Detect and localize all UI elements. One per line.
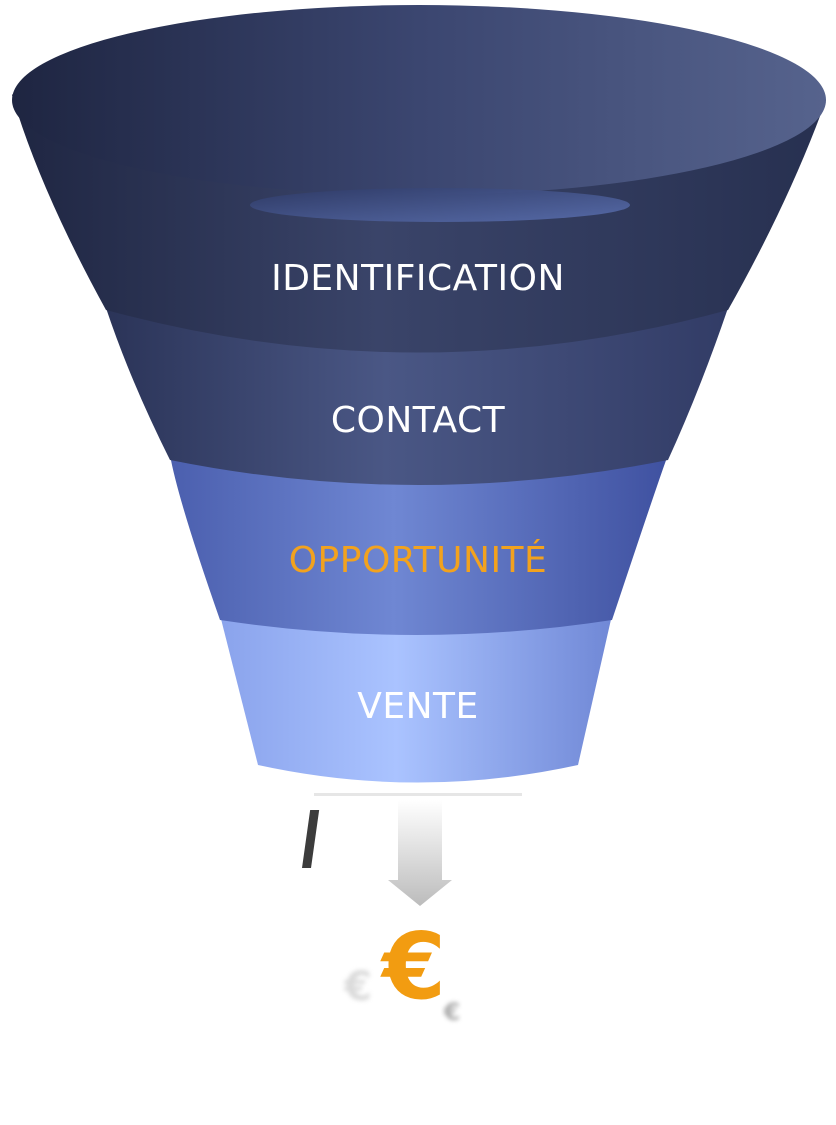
funnel-inner-opening bbox=[250, 188, 630, 222]
funnel-stage-identification bbox=[12, 5, 826, 353]
funnel-stage-opportunite bbox=[170, 455, 668, 635]
euro-symbol: € bbox=[380, 913, 446, 1020]
stage-label-vente: VENTE bbox=[357, 686, 479, 727]
funnel-stage-vente bbox=[220, 615, 612, 783]
stage-label-identification: IDENTIFICATION bbox=[271, 258, 565, 299]
stage-label-opportunite: OPPORTUNITÉ bbox=[289, 539, 548, 581]
svg-text:€: € bbox=[343, 964, 372, 1010]
funnel-rim bbox=[12, 5, 826, 195]
funnel-stage-contact bbox=[106, 308, 728, 485]
down-arrow-icon bbox=[302, 793, 522, 906]
stage-label-contact: CONTACT bbox=[331, 400, 506, 441]
svg-text:€: € bbox=[443, 998, 461, 1026]
euro-icon: € € € bbox=[343, 913, 460, 1026]
